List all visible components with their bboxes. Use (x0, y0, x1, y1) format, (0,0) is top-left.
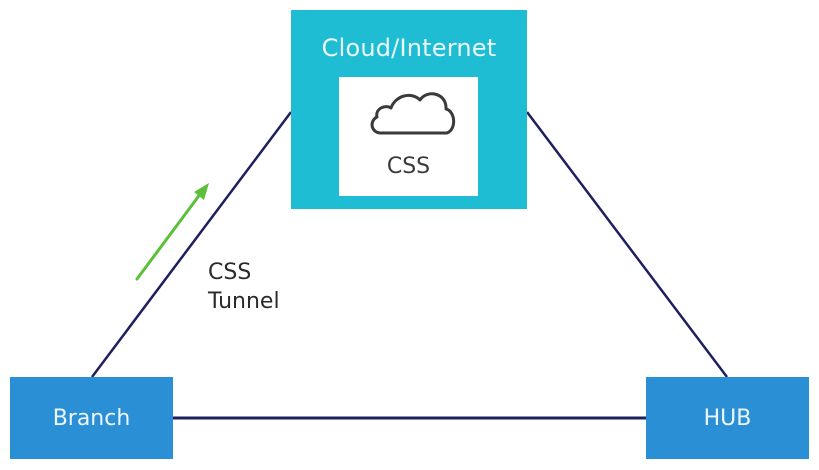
tunnel-label-line1: CSS (208, 260, 252, 285)
css-service-label: CSS (386, 154, 431, 179)
hub-node[interactable]: HUB (646, 377, 809, 459)
link-cloud-hub (526, 111, 728, 378)
tunnel-label: CSS Tunnel (208, 258, 280, 316)
css-service-box[interactable]: CSS (339, 77, 478, 196)
arrow-up-right-icon (135, 183, 209, 281)
branch-node-label: Branch (52, 405, 131, 431)
tunnel-label-line2: Tunnel (208, 289, 280, 314)
cloud-internet-node[interactable]: Cloud/Internet CSS (291, 10, 527, 209)
cloud-icon (370, 92, 456, 135)
link-branch-cloud (91, 111, 292, 378)
branch-node[interactable]: Branch (10, 377, 173, 459)
hub-node-label: HUB (703, 405, 752, 431)
cloud-node-title: Cloud/Internet (321, 34, 497, 62)
